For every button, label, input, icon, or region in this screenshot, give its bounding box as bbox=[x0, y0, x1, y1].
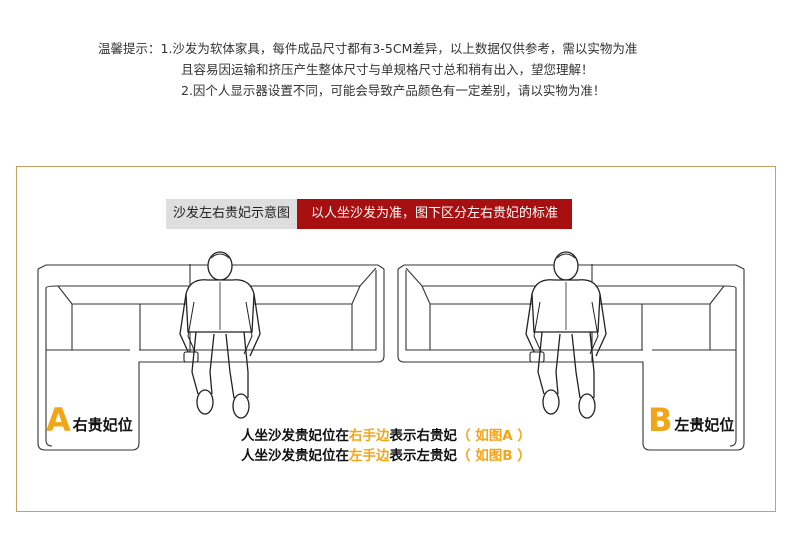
caption-1-highlight: 右手边 bbox=[349, 428, 390, 444]
notice-line-3: 2.因个人显示器设置不同，可能会导致产品颜色有一定差别，请以实物为准！ bbox=[181, 83, 606, 98]
diagram-title: 沙发左右贵妃示意图 bbox=[166, 199, 298, 229]
sofa-b-text: 左贵妃位 bbox=[674, 416, 735, 434]
sofa-a-letter: A bbox=[46, 401, 71, 439]
caption-2-prefix: 人坐沙发贵妃位在 bbox=[241, 448, 349, 464]
diagram-title-bar: 沙发左右贵妃示意图 以人坐沙发为准，图下区分左右贵妃的标准 bbox=[166, 199, 573, 229]
notice-line-1: 温馨提示：1.沙发为软体家具，每件成品尺寸都有3-5CM差异，以上数据仅供参考，… bbox=[98, 41, 638, 56]
caption-1-prefix: 人坐沙发贵妃位在 bbox=[241, 428, 349, 444]
caption-right-chaise: 人坐沙发贵妃位在右手边表示右贵妃（ 如图A ） bbox=[241, 424, 531, 444]
sofa-b-letter: B bbox=[648, 401, 673, 439]
diagram-frame bbox=[16, 166, 776, 512]
sofa-a-label: A 右贵妃位 bbox=[46, 404, 133, 436]
caption-1-suffix: 表示右贵妃 bbox=[389, 428, 458, 444]
caption-left-chaise: 人坐沙发贵妃位在左手边表示左贵妃（ 如图B ） bbox=[241, 444, 531, 464]
caption-2-highlight: 左手边 bbox=[349, 448, 390, 464]
caption-1-note: （ 如图A ） bbox=[457, 428, 531, 444]
caption-2-suffix: 表示左贵妃 bbox=[389, 448, 458, 464]
notice-line-2: 且容易因运输和挤压产生整体尺寸与单规格尺寸总和稍有出入，望您理解！ bbox=[181, 62, 594, 77]
caption-2-note: （ 如图B ） bbox=[457, 448, 531, 464]
person-figure-b bbox=[525, 251, 607, 419]
sofa-a-text: 右贵妃位 bbox=[72, 416, 133, 434]
person-figure-a bbox=[179, 251, 261, 419]
sofa-b-label: B 左贵妃位 bbox=[648, 404, 734, 436]
diagram-subtitle: 以人坐沙发为准，图下区分左右贵妃的标准 bbox=[297, 199, 573, 229]
